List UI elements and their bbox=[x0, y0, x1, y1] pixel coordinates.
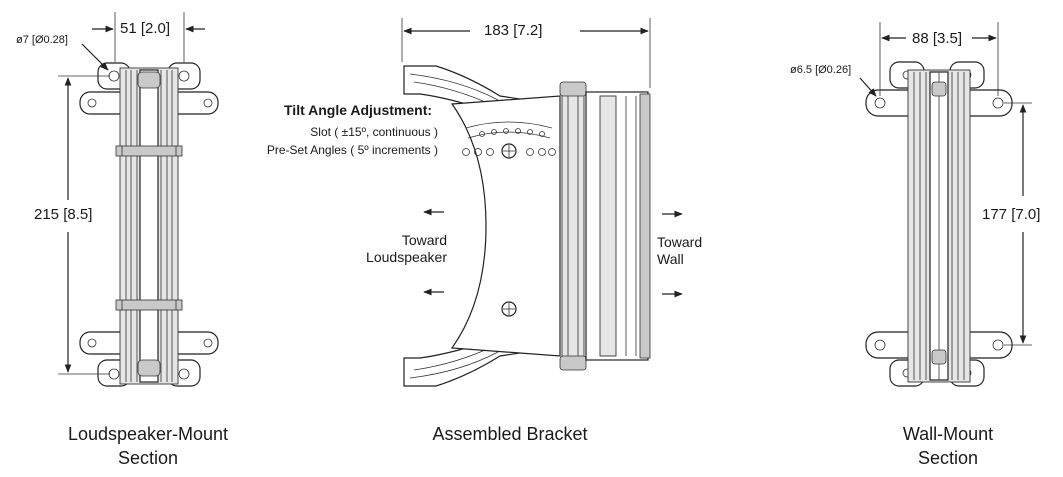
bracket-dimension-lines bbox=[401, 18, 651, 88]
ls-dimension-lines bbox=[58, 12, 205, 375]
tilt-title: Tilt Angle Adjustment: bbox=[284, 102, 433, 118]
wall-width-dimension: 88 [3.5] bbox=[910, 30, 965, 47]
ls-height-dimension: 215 [8.5] bbox=[32, 206, 95, 223]
caption-wall-mount: Wall-Mount Section bbox=[902, 424, 994, 468]
caption-assembled-bracket: Assembled Bracket bbox=[432, 424, 588, 444]
assembled-bracket bbox=[403, 65, 683, 387]
tilt-preset-note: Pre-Set Angles ( 5º increments ) bbox=[266, 143, 438, 157]
caption-loudspeaker-mount: Loudspeaker-Mount Section bbox=[67, 424, 229, 468]
wall-height-dimension: 177 [7.0] bbox=[980, 206, 1043, 223]
wall-hole-diameter: ø6.5 [Ø0.26] bbox=[790, 64, 852, 76]
ls-hole-diameter: ø7 [Ø0.28] bbox=[16, 34, 68, 46]
toward-loudspeaker-label: Toward Loudspeaker bbox=[366, 232, 447, 265]
bracket-width-dimension: 183 [7.2] bbox=[482, 22, 545, 39]
tilt-slot-note: Slot ( ±15º, continuous ) bbox=[310, 125, 438, 139]
toward-wall-label: Toward Wall bbox=[657, 234, 703, 267]
ls-width-dimension: 51 [2.0] bbox=[118, 20, 173, 37]
loudspeaker-mount-section bbox=[79, 62, 219, 387]
wall-dimension-lines bbox=[859, 22, 1032, 346]
wall-mount-section bbox=[865, 61, 1013, 387]
